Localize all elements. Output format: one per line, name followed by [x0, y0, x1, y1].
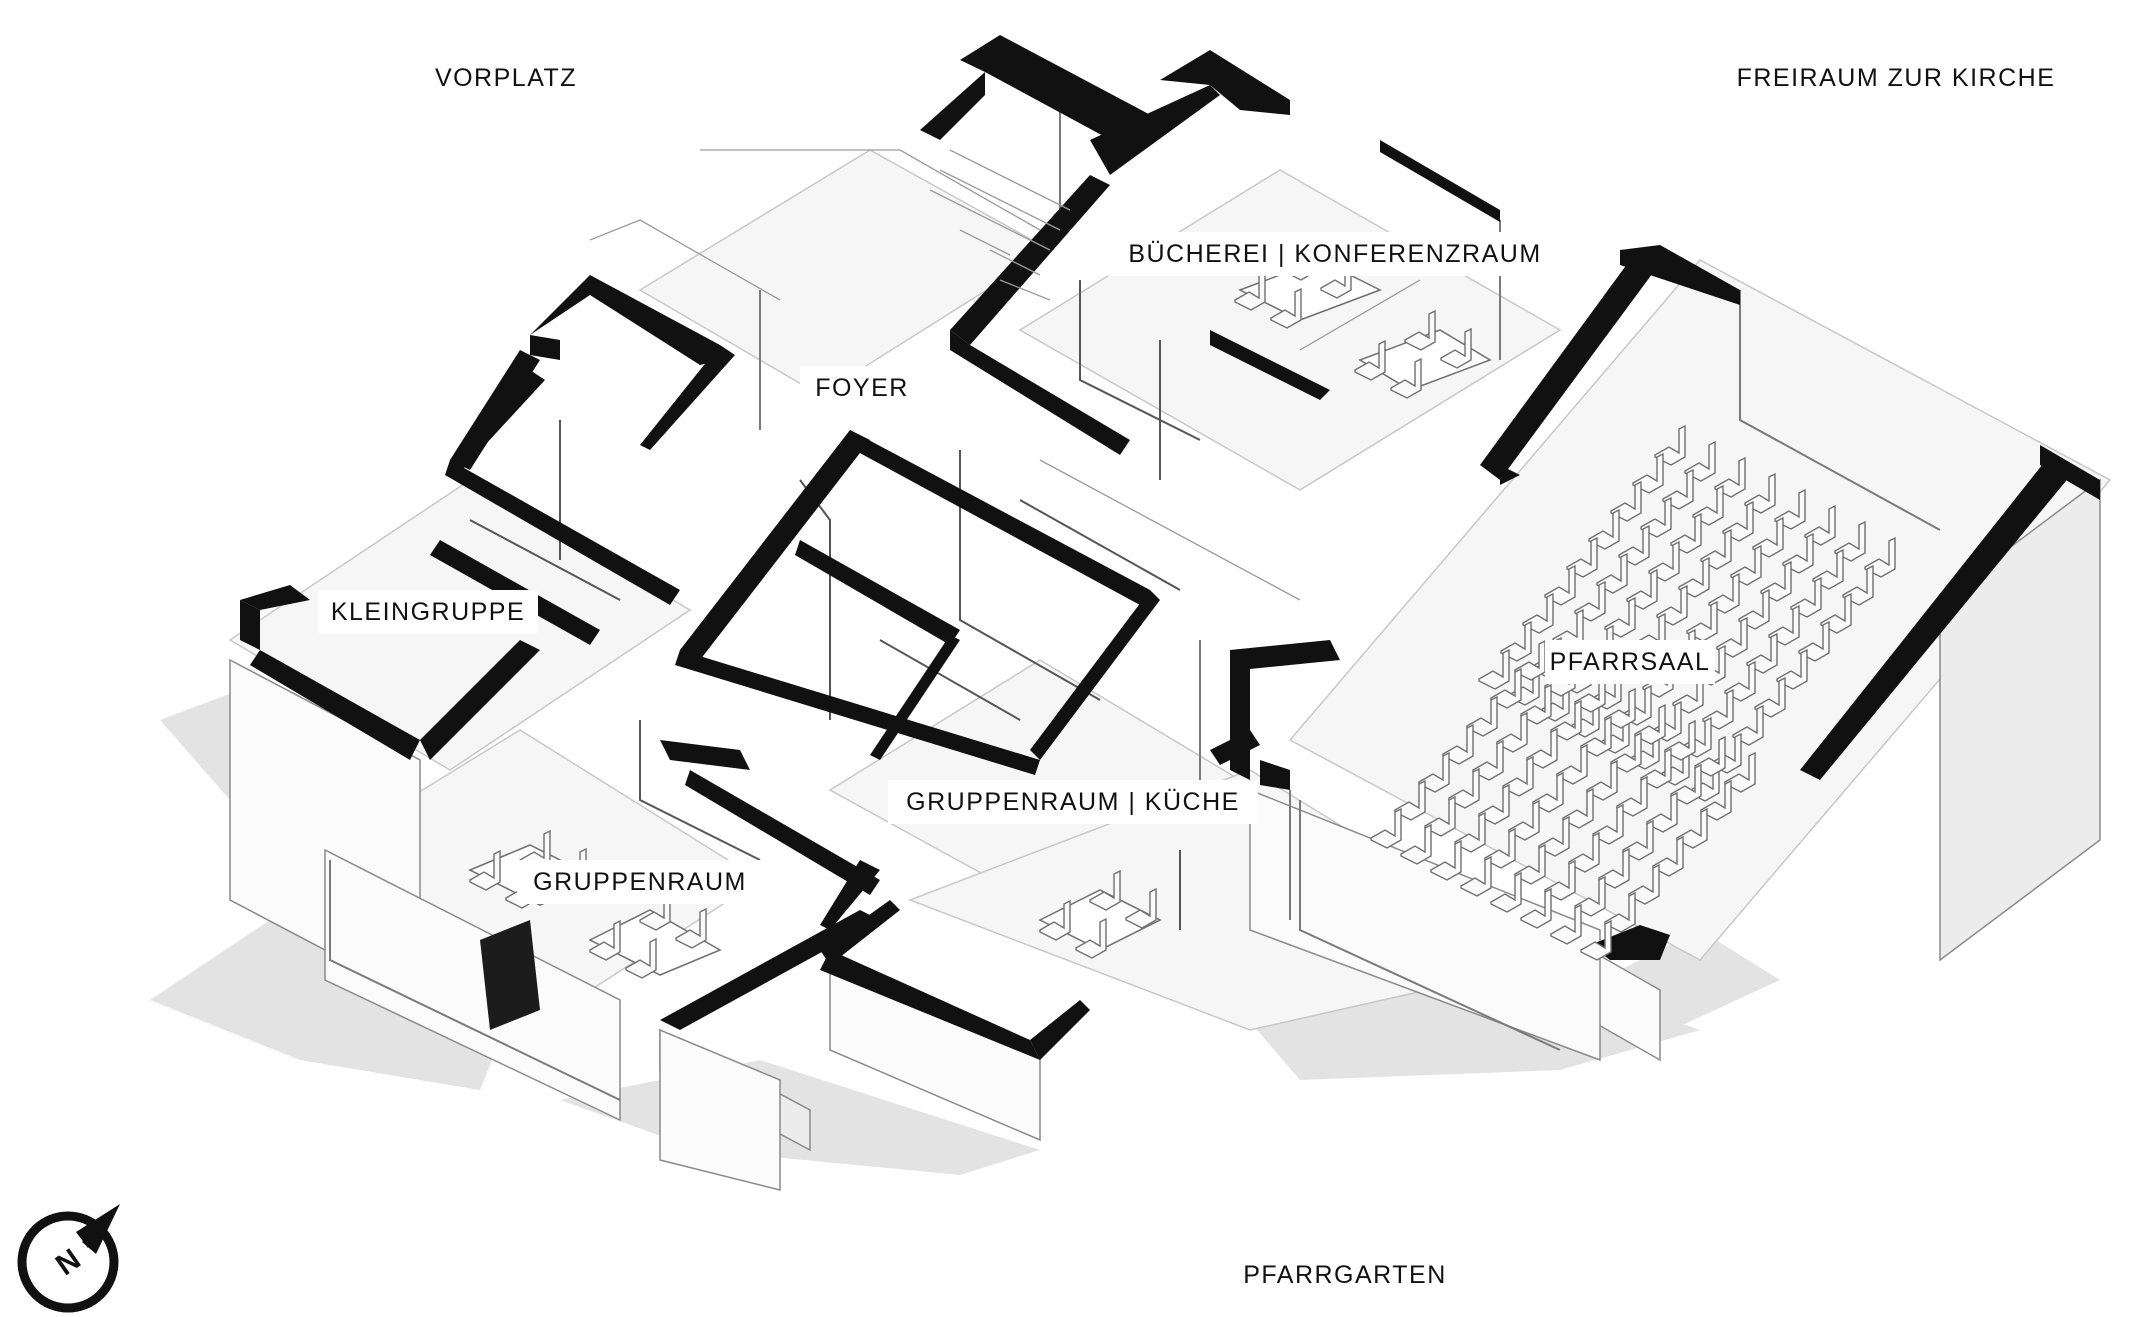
chair: [1478, 648, 1510, 690]
compass-letter: N: [50, 1243, 87, 1282]
north-arrow-icon: N: [17, 1204, 120, 1313]
glazing: [329, 100, 1941, 1101]
chair: [675, 907, 707, 949]
chair: [1440, 327, 1472, 369]
chair: [1430, 839, 1462, 881]
label-freiraum-zur-kirche: FREIRAUM ZUR KIRCHE: [1737, 64, 2056, 92]
chair: [625, 937, 657, 979]
chair: [1400, 823, 1432, 865]
label-foyer: FOYER: [815, 374, 909, 402]
chair: [1550, 903, 1582, 945]
chair: [1370, 807, 1402, 849]
facade-faces: [229, 478, 2101, 1191]
chair: [1520, 887, 1552, 929]
label-tags: [318, 232, 1715, 904]
label-buecherei-konferenzraum: BÜCHEREI | KONFERENZRAUM: [1128, 240, 1541, 268]
chair: [589, 919, 621, 961]
label-gruppenraum: GRUPPENRAUM: [533, 868, 747, 896]
stair: [929, 149, 1071, 301]
chair: [1460, 855, 1492, 897]
label-kleingruppe: KLEINGRUPPE: [331, 598, 525, 626]
chair: [1039, 899, 1071, 941]
pfarrsaal-chairs: [469, 239, 1896, 979]
label-gruppenraum-kueche: GRUPPENRAUM | KÜCHE: [906, 788, 1240, 816]
label-vorplatz: VORPLATZ: [435, 64, 577, 92]
cut-walls: [240, 35, 2100, 1060]
chair: [1075, 917, 1107, 959]
chair: [1125, 887, 1157, 929]
chair: [1404, 309, 1436, 351]
label-pfarrgarten: PFARRGARTEN: [1243, 1261, 1447, 1289]
chair: [1490, 871, 1522, 913]
chair: [1270, 287, 1302, 329]
chair: [1580, 919, 1612, 961]
chair: [1089, 869, 1121, 911]
interior-partitions: [469, 149, 1421, 930]
label-pfarrsaal: PFARRSAAL: [1550, 648, 1711, 676]
chair: [1390, 357, 1422, 399]
chair: [1354, 339, 1386, 381]
chair: [469, 849, 501, 891]
room-labels: VORPLATZ FREIRAUM ZUR KIRCHE BÜCHEREI | …: [331, 64, 2056, 1289]
